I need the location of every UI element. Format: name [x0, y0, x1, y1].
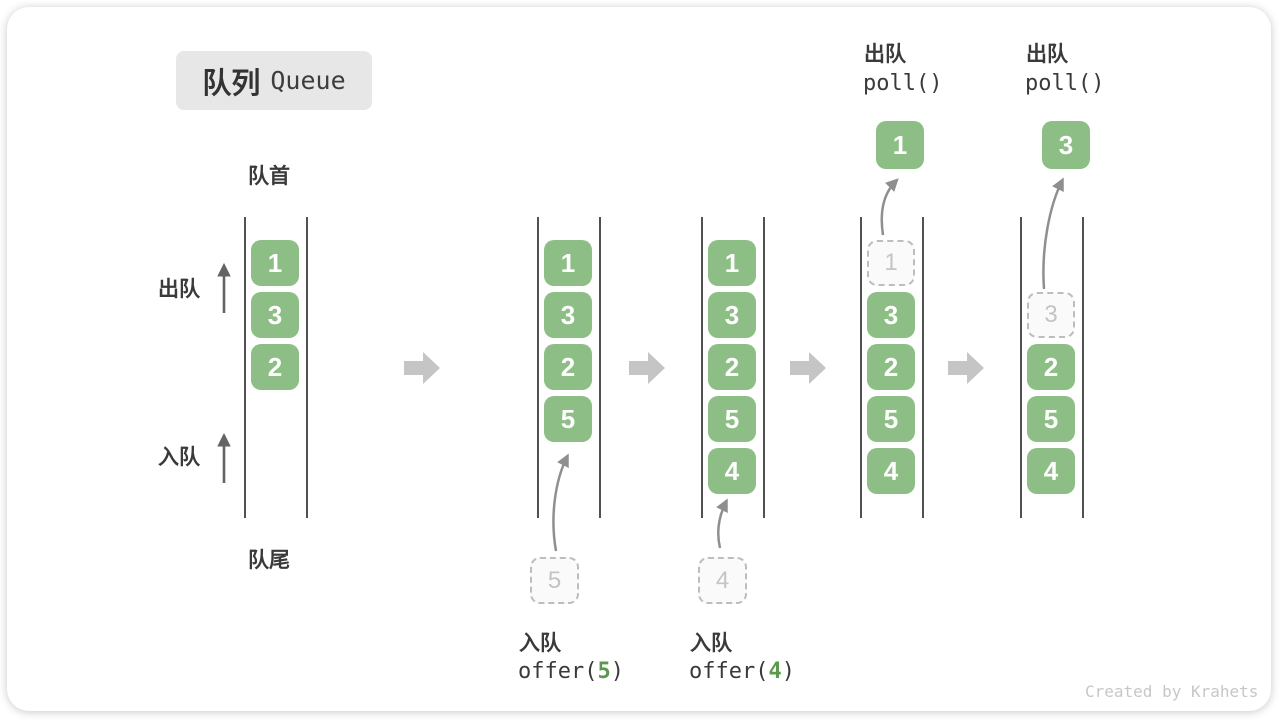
- queue-wall-right: [922, 217, 924, 518]
- state-poll-1-slot-1: 1: [867, 240, 915, 286]
- queue-wall-right: [1082, 217, 1084, 518]
- queue-front-label: 队首: [248, 165, 290, 188]
- title-zh: 队列: [202, 67, 261, 100]
- state-initial-slot-1: 1: [251, 240, 299, 286]
- state-poll-3-slot-2: 3: [1027, 292, 1075, 338]
- state-after-offer-5-slot-4: 5: [544, 396, 592, 442]
- state-flow-arrow-icon: [629, 352, 665, 384]
- poll-call-label: poll(): [863, 71, 943, 96]
- incoming-value-box: 4: [698, 557, 747, 604]
- enqueue-op-label: 入队: [690, 632, 732, 655]
- state-after-offer-4-slot-5: 4: [708, 448, 756, 494]
- poll-call-label: poll(): [1025, 71, 1105, 96]
- offer-call-label: offer(4): [689, 659, 795, 684]
- queue-wall-right: [763, 217, 765, 518]
- state-after-offer-4-slot-4: 5: [708, 396, 756, 442]
- title-badge: 队列 Queue: [176, 51, 372, 110]
- queue-wall-left: [860, 217, 862, 518]
- state-poll-3-slot-4: 5: [1027, 396, 1075, 442]
- state-after-offer-4-slot-2: 3: [708, 292, 756, 338]
- queue-wall-right: [599, 217, 601, 518]
- polled-value-box: 1: [876, 121, 924, 169]
- incoming-value-box: 5: [530, 557, 579, 604]
- state-poll-3-slot-3: 2: [1027, 344, 1075, 390]
- queue-rear-label: 队尾: [248, 549, 290, 572]
- queue-wall-left: [701, 217, 703, 518]
- watermark: Created by Krahets: [1085, 682, 1259, 701]
- state-after-offer-5-slot-1: 1: [544, 240, 592, 286]
- state-after-offer-5-slot-2: 3: [544, 292, 592, 338]
- dequeue-label: 出队: [158, 278, 200, 301]
- queue-wall-right: [306, 217, 308, 518]
- state-flow-arrow-icon: [948, 352, 984, 384]
- enqueue-motion-arrow-icon: [716, 498, 728, 549]
- offer-arg: 5: [597, 659, 611, 684]
- queue-wall-left: [244, 217, 246, 518]
- arrows-overlay: [217, 177, 1064, 552]
- state-flow-arrow-icon: [404, 352, 440, 384]
- state-initial-slot-3: 2: [251, 344, 299, 390]
- dequeue-op-label: 出队: [864, 43, 906, 66]
- polled-value-box: 3: [1042, 121, 1090, 169]
- state-initial-slot-2: 3: [251, 292, 299, 338]
- state-after-offer-4-slot-3: 2: [708, 344, 756, 390]
- enqueue-op-label: 入队: [519, 632, 561, 655]
- state-poll-3-slot-5: 4: [1027, 448, 1075, 494]
- state-poll-1-slot-2: 3: [867, 292, 915, 338]
- dequeue-motion-arrow-icon: [1042, 177, 1064, 290]
- offer-arg: 4: [768, 659, 782, 684]
- dequeue-motion-arrow-icon: [880, 178, 899, 236]
- state-poll-1-slot-5: 4: [867, 448, 915, 494]
- diagram-card: 队列 Queue 队首 队尾 出队 入队 1 3 2 1 3 2 5 1 3 2 5 4 1 3 2 5 4 3 2…: [7, 7, 1271, 711]
- state-flow-arrow-icon: [790, 352, 826, 384]
- state-after-offer-5-slot-3: 2: [544, 344, 592, 390]
- enqueue-label: 入队: [158, 446, 200, 469]
- dequeue-op-label: 出队: [1026, 43, 1068, 66]
- queue-wall-left: [1020, 217, 1022, 518]
- state-poll-1-slot-3: 2: [867, 344, 915, 390]
- state-poll-1-slot-4: 5: [867, 396, 915, 442]
- state-after-offer-4-slot-1: 1: [708, 240, 756, 286]
- queue-wall-left: [537, 217, 539, 518]
- title-en: Queue: [270, 66, 346, 95]
- enqueue-motion-arrow-icon: [552, 453, 569, 552]
- offer-call-label: offer(5): [518, 659, 624, 684]
